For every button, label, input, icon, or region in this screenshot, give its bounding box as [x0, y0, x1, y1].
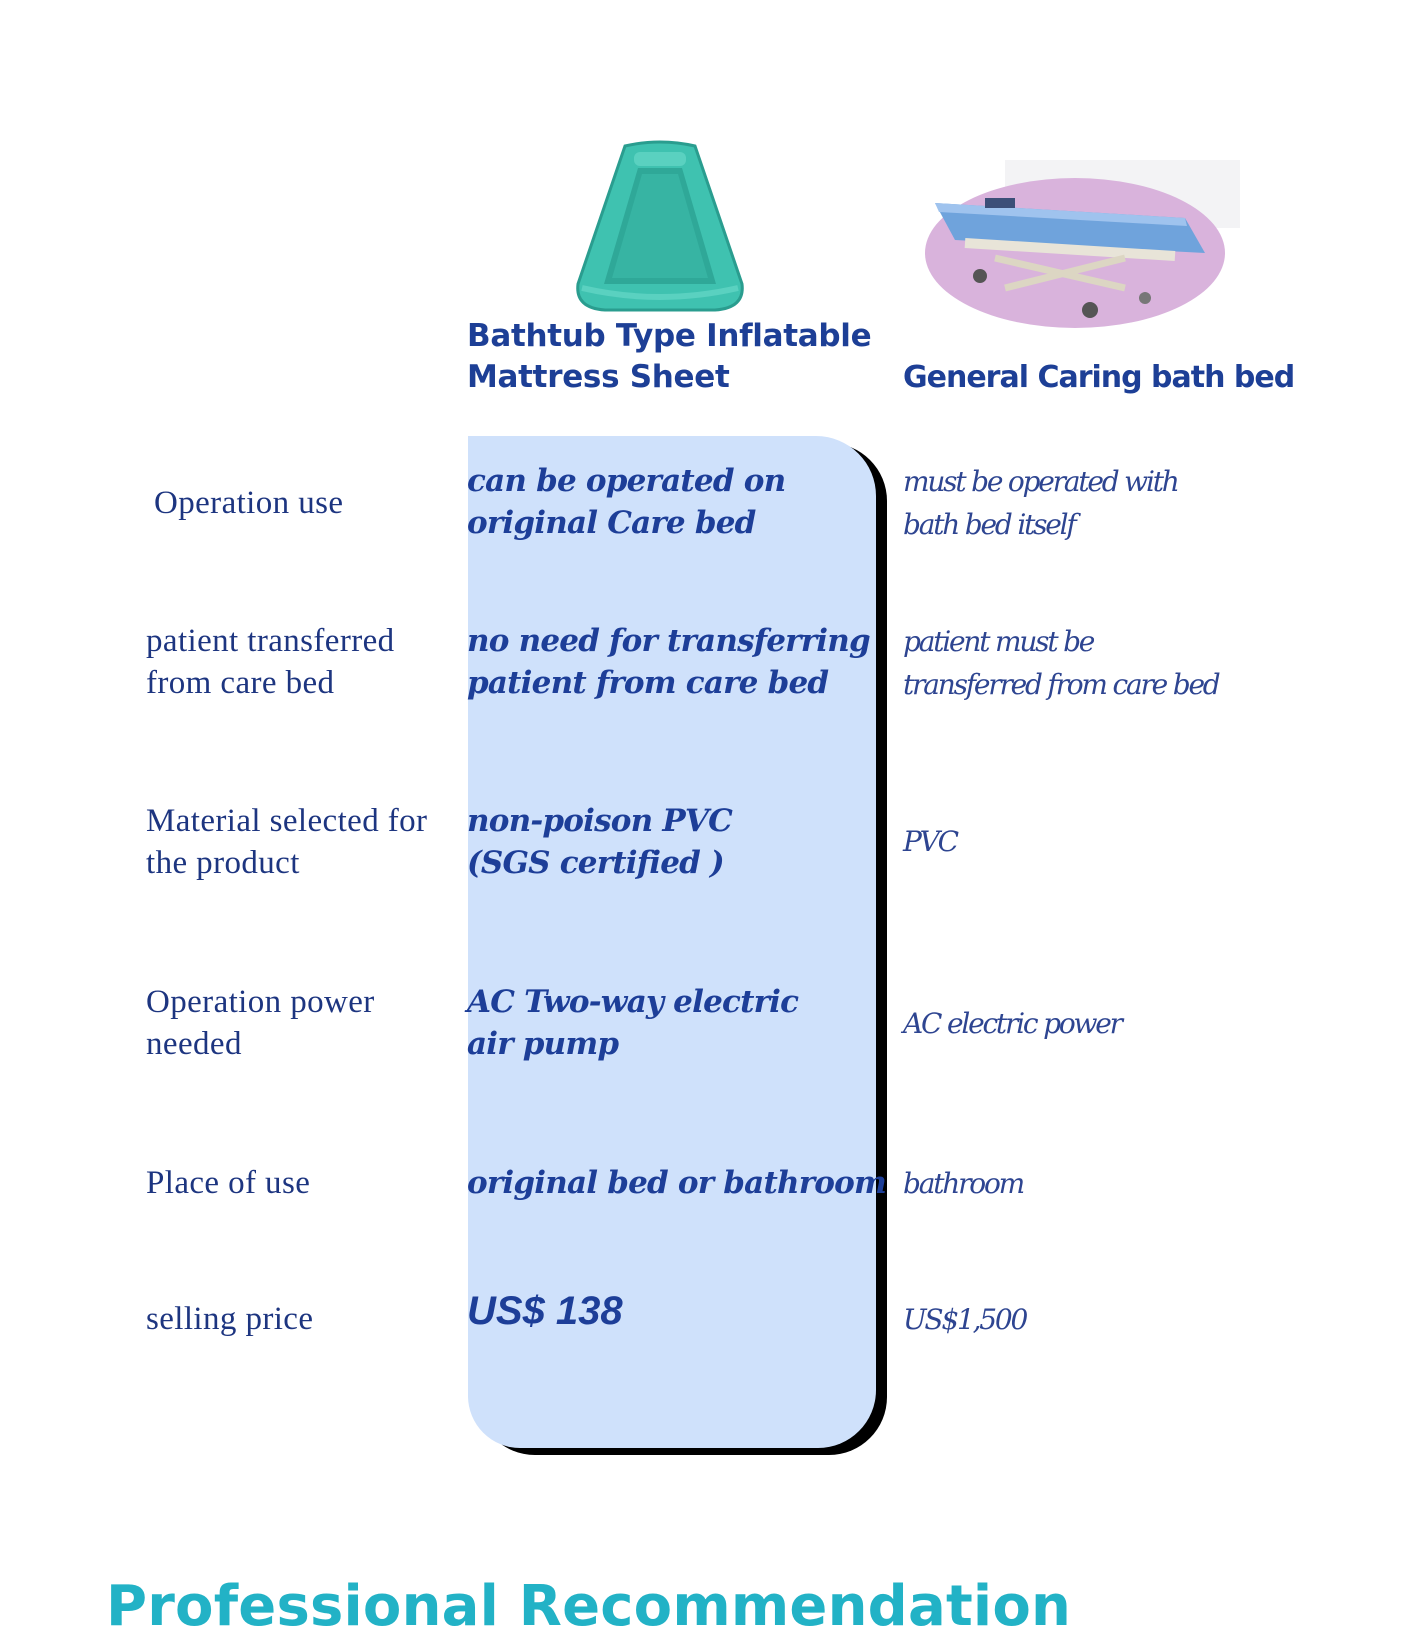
row-label: Place of use — [146, 1165, 311, 1201]
left-product-price: US$ 138 — [467, 1289, 623, 1333]
row-label: Operation power needed — [146, 984, 375, 1062]
left-product-value: AC Two-way electric air pump — [467, 984, 799, 1062]
right-product-title: General Caring bath bed — [903, 360, 1295, 395]
right-product-value: PVC — [903, 825, 959, 858]
row-label: Material selected for the product — [146, 803, 428, 881]
left-product-value: non-poison PVC (SGS certified ) — [467, 803, 733, 881]
left-product-value: original bed or bathroom — [467, 1165, 887, 1201]
row-label: selling price — [146, 1301, 314, 1337]
right-product-value: bathroom — [903, 1167, 1025, 1200]
right-product-value: patient must be transferred from care be… — [903, 625, 1221, 701]
caring-bath-bed-image — [925, 158, 1240, 333]
inflatable-bathtub-image — [570, 138, 750, 314]
right-product-value: AC electric power — [903, 1007, 1123, 1040]
row-label: patient transferred from care bed — [146, 623, 395, 701]
left-product-title: Bathtub Type Inflatable Mattress Sheet — [467, 318, 872, 395]
row-label: Operation use — [154, 485, 344, 521]
right-product-value: must be operated with bath bed itself — [903, 465, 1180, 541]
section-heading: Professional Recommendation — [106, 1574, 1072, 1639]
right-product-price: US$1,500 — [903, 1303, 1028, 1336]
left-product-value: no need for transferring patient from ca… — [467, 623, 871, 701]
highlight-panel — [468, 436, 876, 1448]
left-product-value: can be operated on original Care bed — [467, 463, 786, 541]
